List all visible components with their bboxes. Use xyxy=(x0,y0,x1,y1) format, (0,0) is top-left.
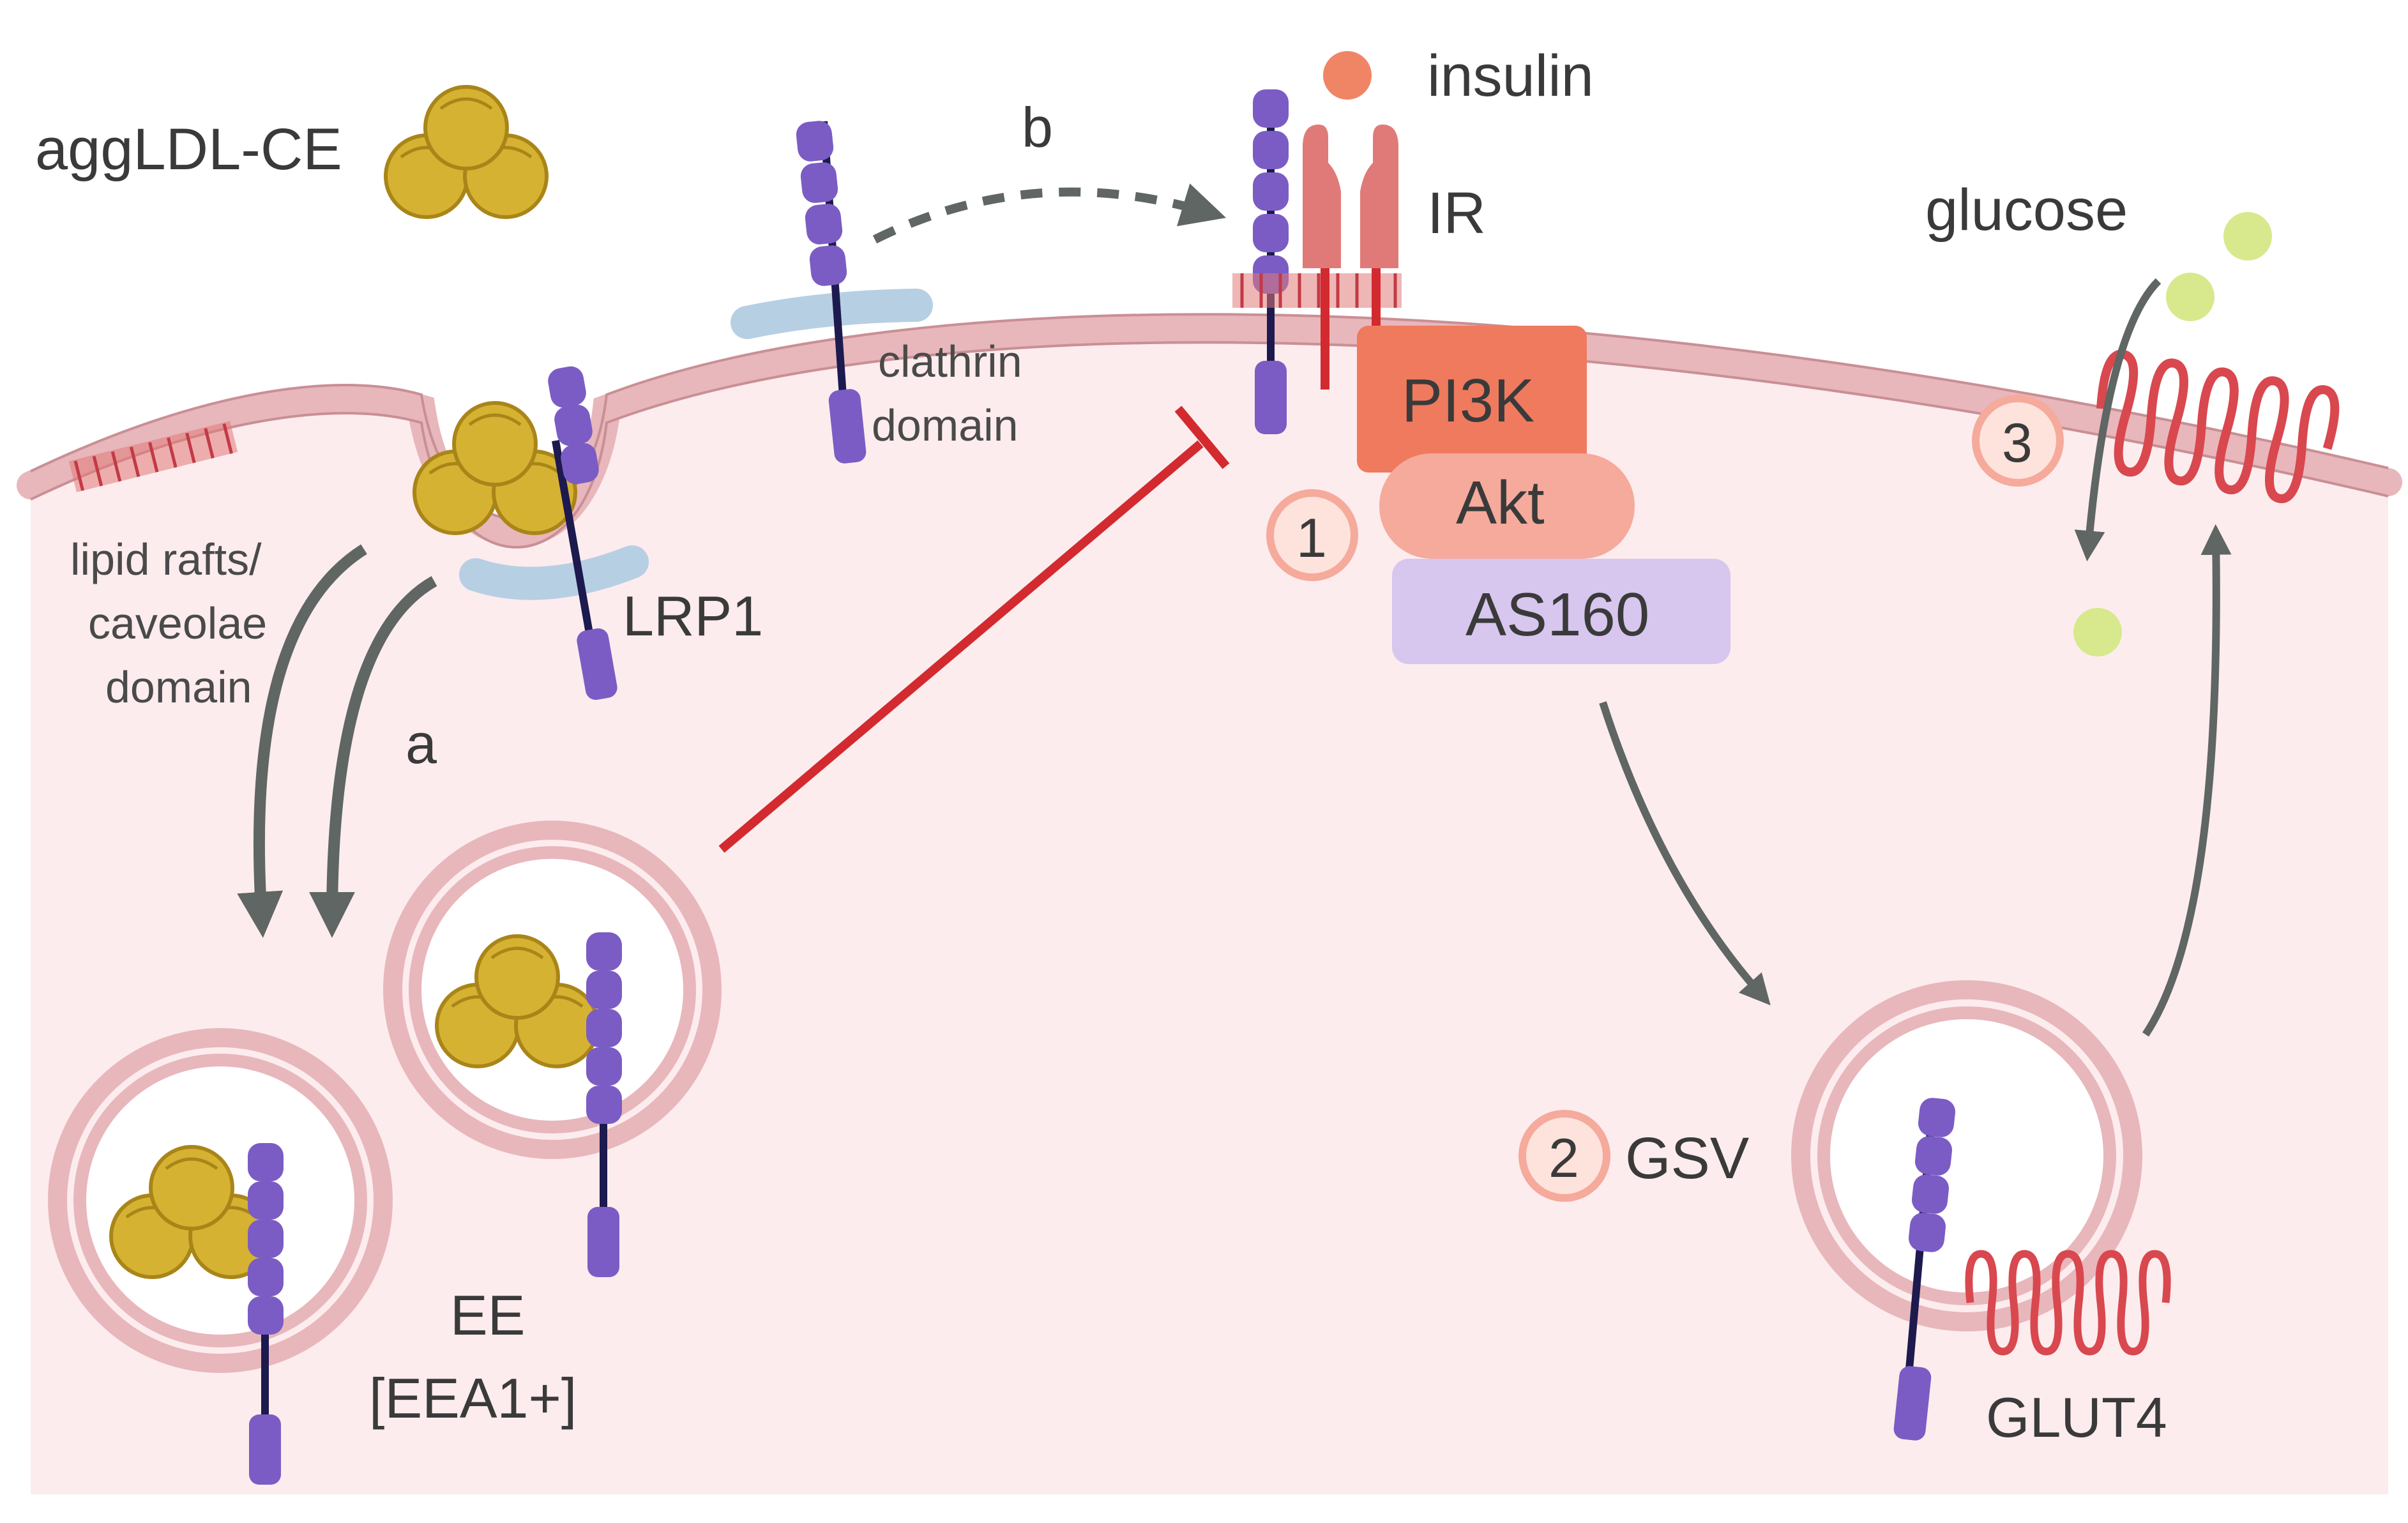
ir-label: IR xyxy=(1427,181,1486,246)
lipid-raft-icon xyxy=(68,421,238,492)
early-endosome-center xyxy=(383,821,722,1277)
glucose-uptake-arrow xyxy=(2074,278,2162,562)
pathway-b-label: b xyxy=(1022,96,1053,159)
as160-box xyxy=(1392,559,1730,664)
glucose-label: glucose xyxy=(1925,178,2128,243)
glut4-label: GLUT4 xyxy=(1986,1386,2167,1449)
aggldl-label: aggLDL-CE xyxy=(35,117,342,182)
step-2-label: 2 xyxy=(1549,1128,1579,1189)
step-1-badge xyxy=(1266,489,1358,581)
lrp1-label: LRP1 xyxy=(623,584,763,648)
aggldl-bound-lrp1-icon xyxy=(414,403,575,533)
inhibition-bar xyxy=(1174,405,1230,469)
plasma-membrane xyxy=(17,314,2402,547)
endocytosis-arrow-1 xyxy=(237,544,367,938)
glucose-molecule-1 xyxy=(2223,212,2272,261)
pi3k-label: PI3K xyxy=(1402,367,1534,435)
clathrin-coat xyxy=(731,289,933,339)
step-1-label: 1 xyxy=(1296,508,1327,569)
insulin-label: insulin xyxy=(1427,43,1594,109)
gsv-vesicle xyxy=(1791,980,2142,1331)
endocytosis-arrow-2 xyxy=(309,576,437,938)
pathway-a-label: a xyxy=(405,712,437,775)
step-3-label: 3 xyxy=(2002,413,2033,474)
glucose-molecule-2 xyxy=(2166,273,2215,321)
ee-label-2: [EEA1+] xyxy=(369,1367,577,1430)
clathrin-coat-invagination xyxy=(459,545,649,600)
glucose-molecule-3 xyxy=(2073,608,2122,656)
early-endosome-left xyxy=(48,1028,393,1485)
as160-to-gsv-arrow xyxy=(1599,701,1771,1006)
lipid-rafts-label-1: lipid rafts/ xyxy=(70,534,262,584)
step-3-badge xyxy=(1972,395,2064,487)
pi3k-box xyxy=(1357,326,1587,473)
gsv-label: GSV xyxy=(1625,1126,1749,1191)
membrane-outer-edge xyxy=(30,313,2389,520)
lrp1-receptor-ir xyxy=(1253,89,1289,434)
akt-box xyxy=(1379,453,1635,559)
gsv-to-membrane-arrow xyxy=(2142,524,2232,1037)
ee-label-1: EE xyxy=(450,1284,525,1347)
glut4-membrane-icon xyxy=(2096,349,2340,503)
insulin-icon xyxy=(1323,51,1372,100)
insulin-receptor-icon xyxy=(1303,125,1398,390)
lipid-rafts-label-3: domain xyxy=(105,662,252,712)
lrp1-receptor-invagination xyxy=(548,366,617,700)
lrp1-receptor-clathrin xyxy=(796,121,867,464)
lrp1-receptor-gsv xyxy=(1893,1098,1956,1441)
recycling-arrow-b xyxy=(872,183,1227,244)
membrane-inner-edge xyxy=(30,341,2389,549)
clathrin-label-2: domain xyxy=(872,400,1018,450)
step-2-badge xyxy=(1518,1110,1610,1202)
lipid-rafts-label-2: caveolae xyxy=(88,598,267,648)
inhibition-line xyxy=(718,440,1204,853)
clathrin-label-1: clathrin xyxy=(878,337,1022,386)
as160-label: AS160 xyxy=(1465,580,1649,649)
akt-label: Akt xyxy=(1456,469,1545,537)
aggldl-cluster-icon xyxy=(386,87,547,217)
